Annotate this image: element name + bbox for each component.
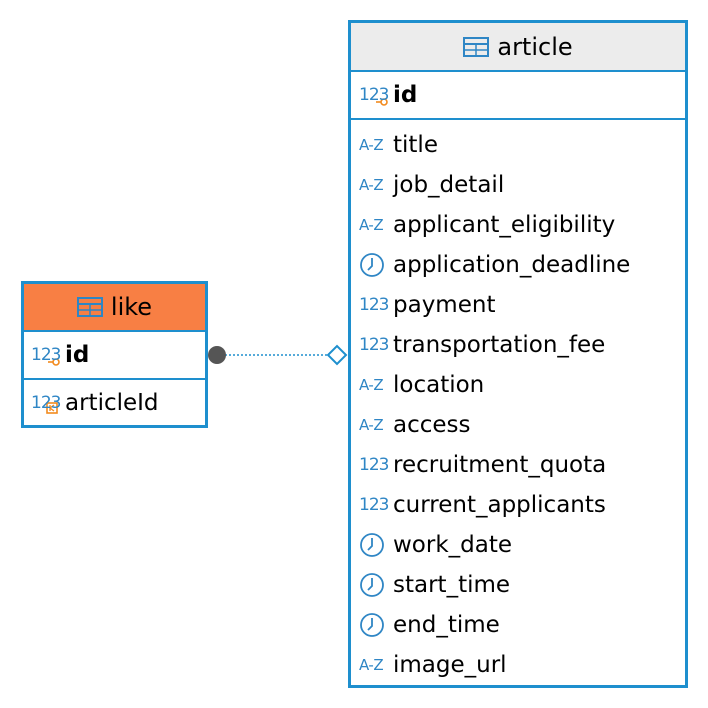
number-key-icon: 123 xyxy=(359,85,389,106)
column-row[interactable]: A-Z access xyxy=(359,405,685,445)
clock-icon xyxy=(359,532,393,558)
column-row[interactable]: 123 recruitment_quota xyxy=(359,445,685,485)
entity-title: article xyxy=(497,32,573,61)
column-name: start_time xyxy=(393,572,511,598)
relationship-target-diamond xyxy=(326,344,348,366)
column-row[interactable]: start_time xyxy=(359,565,685,605)
clock-icon xyxy=(359,252,393,278)
number-type-icon: 123 xyxy=(359,335,389,355)
relationship-origin-dot xyxy=(208,346,226,364)
clock-icon xyxy=(359,572,393,598)
entity-like[interactable]: like 123 id 123 articleId xyxy=(21,281,208,428)
number-foreign-key-icon: 123 xyxy=(31,393,61,414)
column-row[interactable]: application_deadline xyxy=(359,245,685,285)
table-icon xyxy=(463,36,490,57)
number-key-icon: 123 xyxy=(31,345,61,366)
entity-header[interactable]: article xyxy=(351,23,685,72)
column-row[interactable]: A-Z location xyxy=(359,365,685,405)
column-row[interactable]: A-Z image_url xyxy=(359,645,685,685)
column-name: access xyxy=(393,412,471,438)
column-row[interactable]: end_time xyxy=(359,605,685,645)
column-name: title xyxy=(393,132,438,158)
column-name: application_deadline xyxy=(393,252,631,278)
text-type-icon: A-Z xyxy=(359,416,384,434)
column-name: work_date xyxy=(393,532,513,558)
text-type-icon: A-Z xyxy=(359,216,384,234)
column-name: articleId xyxy=(65,390,159,416)
column-row[interactable]: A-Z applicant_eligibility xyxy=(359,205,685,245)
column-row[interactable]: 123 current_applicants xyxy=(359,485,685,525)
column-name: id xyxy=(393,82,418,108)
primary-key-section: 123 id xyxy=(351,72,685,120)
number-type-icon: 123 xyxy=(359,295,389,315)
number-type-icon: 123 xyxy=(359,455,389,475)
column-row[interactable]: 123 payment xyxy=(359,285,685,325)
column-row[interactable]: work_date xyxy=(359,525,685,565)
column-row[interactable]: 123 transportation_fee xyxy=(359,325,685,365)
entity-article[interactable]: article 123 id A-Z title A-Z job_detail … xyxy=(348,20,688,688)
column-row[interactable]: A-Z title xyxy=(359,125,685,165)
text-type-icon: A-Z xyxy=(359,176,384,194)
entity-title: like xyxy=(110,293,153,321)
column-name: location xyxy=(393,372,485,398)
column-row[interactable]: A-Z job_detail xyxy=(359,165,685,205)
column-name: id xyxy=(65,342,90,368)
entity-header[interactable]: like xyxy=(24,284,205,332)
primary-key-section: 123 id xyxy=(24,332,205,380)
column-name: payment xyxy=(393,292,496,318)
column-name: applicant_eligibility xyxy=(393,212,616,238)
column-list: 123 articleId xyxy=(24,380,205,423)
table-icon xyxy=(76,297,103,317)
column-name: end_time xyxy=(393,612,500,638)
column-name: job_detail xyxy=(393,172,505,198)
text-type-icon: A-Z xyxy=(359,136,384,154)
column-name: recruitment_quota xyxy=(393,452,607,478)
number-type-icon: 123 xyxy=(359,495,389,515)
clock-icon xyxy=(359,612,393,638)
column-row[interactable]: 123 articleId xyxy=(31,383,205,423)
column-name: image_url xyxy=(393,652,507,678)
text-type-icon: A-Z xyxy=(359,656,384,674)
column-list: A-Z title A-Z job_detail A-Z applicant_e… xyxy=(351,120,685,685)
text-type-icon: A-Z xyxy=(359,376,384,394)
column-name: current_applicants xyxy=(393,492,606,518)
column-name: transportation_fee xyxy=(393,332,606,358)
